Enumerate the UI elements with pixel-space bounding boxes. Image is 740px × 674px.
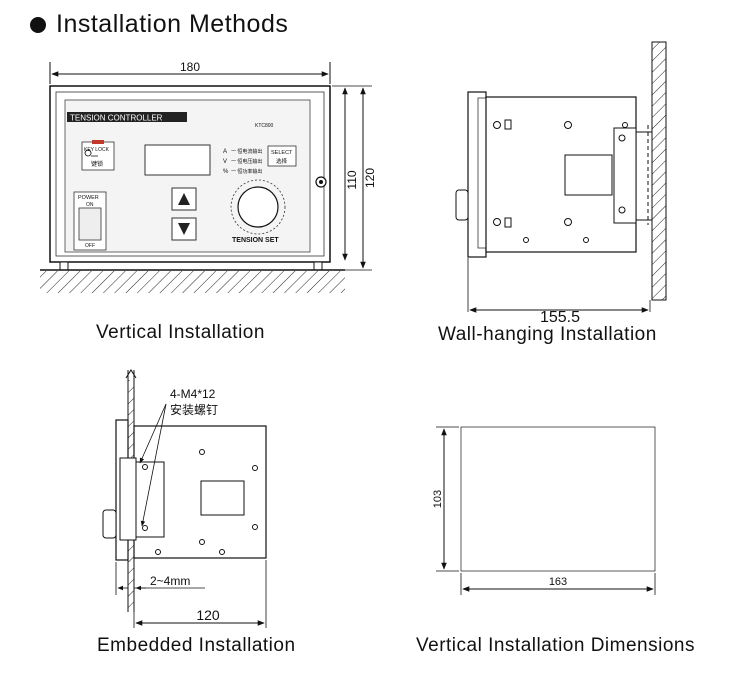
- vertical-installation: 180 TENSION CONTROLLER KTC800 KEY LOCK 键…: [40, 60, 377, 343]
- bullet-icon: [30, 16, 46, 33]
- height-inner-label: 110: [345, 170, 359, 189]
- key-icon: [84, 149, 98, 157]
- wall-hanging-installation: 155.5 Wall-hanging Installation: [438, 41, 667, 345]
- model-label: KTC800: [255, 123, 274, 129]
- gap-label: 2~4mm: [150, 574, 190, 588]
- page-title-text: Installation Methods: [56, 10, 289, 38]
- power-label: POWER: [78, 195, 99, 201]
- tension-knob: [237, 186, 279, 228]
- triangle-up-icon: [178, 193, 190, 205]
- indicator-v-text: 一 恒电压输出: [231, 158, 262, 165]
- power-on-label: ON: [86, 202, 94, 208]
- width-dimension-label: 180: [180, 60, 200, 74]
- key-lock-label: KEY LOCK: [84, 147, 110, 153]
- caption-vertical: Vertical Installation: [96, 322, 265, 343]
- cutout-dimensions: 103 163 Vertical Installation Dimensions: [416, 426, 695, 656]
- knob-scale: [230, 179, 286, 235]
- triangle-down-icon: [178, 223, 190, 235]
- select-button: [267, 145, 297, 167]
- height-outer-label: 120: [363, 168, 377, 188]
- cutout-rect: [460, 426, 656, 572]
- indicator-pct-text: 一 恒功率输出: [231, 168, 262, 175]
- indicator-pct-symbol: %: [223, 169, 229, 175]
- select-label: SELECT: [271, 150, 293, 156]
- ground-hatch: [40, 271, 345, 293]
- caption-wall: Wall-hanging Installation: [438, 324, 657, 345]
- knob-side: [455, 189, 469, 221]
- tension-set-label: TENSION SET: [232, 237, 279, 244]
- indicator-v-symbol: V: [223, 159, 227, 165]
- indicator-a-symbol: A: [223, 149, 227, 155]
- indicator-list: A 一 恒电流输出 V 一 恒电压输出 % 一 恒功率输出: [223, 148, 262, 175]
- embedded-bracket: [135, 461, 165, 538]
- key-lock-cn-label: 键锁: [91, 160, 103, 168]
- caption-dimensions: Vertical Installation Dimensions: [416, 635, 695, 656]
- screw-spec-label: 4-M4*12: [170, 387, 216, 401]
- cutout-width-label: 163: [549, 576, 567, 588]
- wall-depth-label: 155.5: [540, 309, 580, 326]
- cutout-height-label: 103: [432, 490, 444, 508]
- embedded-installation: 4-M4*12 安装螺钉 2~4mm 120 Embedded Installa…: [97, 369, 296, 656]
- embedded-knob: [102, 509, 117, 539]
- indicator-a-text: 一 恒电流输出: [231, 148, 262, 155]
- panel-title: TENSION CONTROLLER: [70, 114, 163, 123]
- screw-cn-label: 安装螺钉: [170, 402, 218, 417]
- page-title: Installation Methods: [30, 10, 288, 39]
- caption-embedded: Embedded Installation: [97, 635, 296, 656]
- wall-hatch: [651, 41, 667, 301]
- embedded-depth-label: 120: [196, 607, 220, 623]
- display-window: [144, 144, 211, 176]
- power-off-label: OFF: [85, 243, 95, 249]
- select-cn-label: 选择: [276, 157, 288, 165]
